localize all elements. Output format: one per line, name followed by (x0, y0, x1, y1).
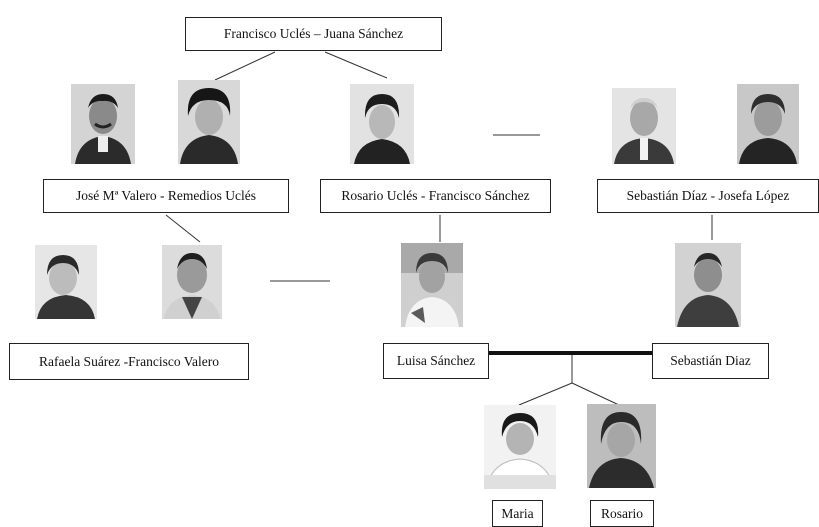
connector-valero-child (165, 214, 201, 243)
portrait-luisa-sanchez (401, 243, 463, 327)
portrait-francisco-valero (162, 245, 222, 319)
portrait-rosario-ucles (350, 84, 414, 164)
portrait-jose-valero (71, 84, 135, 164)
couple-grandparents: Francisco Uclés – Juana Sánchez (185, 17, 442, 51)
person-maria: Maria (492, 500, 543, 527)
portrait-sebastian-diaz (675, 243, 741, 327)
portrait-remedios-ucles (178, 80, 240, 164)
person-sebastian-diaz: Sebastián Diaz (652, 343, 769, 379)
couple-valero: José Mª Valero - Remedios Uclés (43, 179, 289, 213)
person-rosario: Rosario (590, 500, 654, 527)
connector-child-rosario (571, 382, 620, 406)
person-luisa-sanchez: Luisa Sánchez (383, 343, 489, 379)
connector-child-maria (518, 382, 573, 406)
couple-suarez-valero: Rafaela Suárez -Francisco Valero (9, 343, 249, 380)
portrait-josefa-lopez (737, 84, 799, 164)
connector-grandparents-right (324, 51, 388, 79)
portrait-sebastian-diaz-sr (612, 88, 676, 164)
portrait-rafaela-suarez (35, 245, 97, 319)
portrait-rosario (587, 404, 656, 488)
portrait-maria (484, 405, 556, 489)
connector-grandparents-left (214, 51, 276, 81)
couple-diaz-lopez: Sebastián Díaz - Josefa López (597, 179, 819, 213)
couple-ucles-sanchez: Rosario Uclés - Francisco Sánchez (320, 179, 551, 213)
